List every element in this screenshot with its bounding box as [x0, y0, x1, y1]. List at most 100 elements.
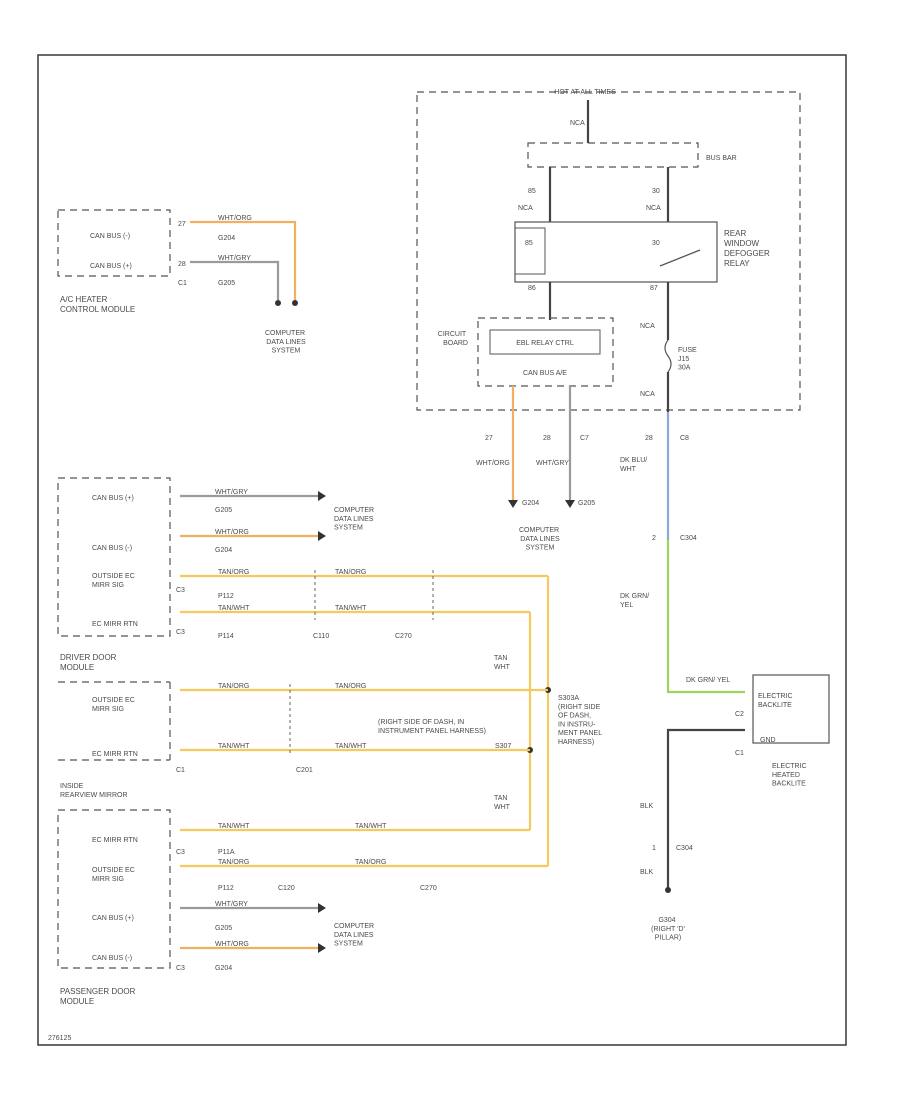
dd-tan-org: TAN/ORG — [218, 569, 249, 576]
wht-gry-tipm: WHT/GRY — [536, 460, 569, 467]
dk-grn-yel-label-2: DK GRN/ YEL — [686, 677, 730, 684]
ac-can-plus-wire — [190, 260, 280, 300]
pd-arrow-1 — [318, 903, 326, 913]
arrow-can-minus — [508, 500, 518, 508]
dd-tan-org-2: TAN/ORG — [335, 569, 366, 576]
pin-87-label: 87 — [650, 285, 658, 292]
g304-label-line-2: (RIGHT 'D' — [651, 926, 685, 933]
s303a-label-line-2: (RIGHT SIDE — [558, 704, 601, 711]
pin-c8: C8 — [680, 435, 689, 442]
pd-tan-wht: TAN/WHT — [218, 823, 250, 830]
pd-g204: G204 — [215, 965, 232, 972]
nca-fuse-bottom: NCA — [640, 391, 655, 398]
pin-27: 27 — [485, 435, 493, 442]
pin-85-label: 85 — [528, 188, 536, 195]
pin-86-label: 86 — [528, 285, 536, 292]
dk-grn-yel-label: DK GRN/ YEL — [620, 593, 651, 609]
tan-wht-lower-line-2: WHT — [494, 804, 511, 811]
blk-label-1: BLK — [640, 803, 654, 810]
backlite-c1: C1 — [735, 750, 744, 757]
pd-c3-b: C3 — [176, 965, 185, 972]
nca-right-label: NCA — [646, 205, 661, 212]
pin-28b: 28 — [645, 435, 653, 442]
dd-g205: G205 — [215, 507, 232, 514]
harness-note-line-2: INSTRUMENT PANEL HARNESS) — [378, 728, 486, 735]
mirror-s307: S307 — [495, 743, 511, 750]
pd-arrow-2 — [318, 943, 326, 953]
computer-data-tipm-line-3: SYSTEM — [526, 545, 555, 552]
hot-at-all-times-label: HOT AT ALL TIMES — [554, 89, 616, 96]
passenger-door-module-label-line-2: MODULE — [60, 997, 94, 1006]
switch-pin-label: 30 — [652, 240, 660, 247]
blk-label-2: BLK — [640, 869, 654, 876]
dk-grn-yel-wire — [666, 540, 745, 694]
ac-can-plus-label: CAN BUS (+) — [90, 263, 132, 270]
driver-door-module-label-line-2: MODULE — [60, 663, 94, 672]
electric-backlite-box — [752, 674, 830, 744]
electric-heated-backlite-label-line-2: HEATED — [772, 772, 800, 779]
pd-tan-org-2: TAN/ORG — [355, 859, 386, 866]
backlite-c2: C2 — [735, 711, 744, 718]
computer-data-pd-line-3: SYSTEM — [334, 941, 363, 948]
ac-pin-2: 28 — [178, 261, 186, 268]
mirror-c201: C201 — [296, 767, 313, 774]
bus-bar-label: BUS BAR — [706, 155, 737, 162]
mirror-outside-sig: OUTSIDE EC MIRR SIG — [92, 697, 137, 713]
pd-wht-org: WHT/ORG — [215, 941, 249, 948]
pd-p112: P112 — [218, 885, 234, 892]
tan-wht-upper-line-2: WHT — [494, 664, 511, 671]
pd-ec-rtn: EC MIRR RTN — [92, 837, 138, 844]
tan-wht-upper: TAN WHT — [494, 655, 511, 671]
dd-c270: C270 — [395, 633, 412, 640]
mirror-outside-sig-line-2: MIRR SIG — [92, 706, 124, 713]
ac-can-minus-label: CAN BUS (-) — [90, 233, 130, 240]
pd-wht-gry: WHT/GRY — [215, 901, 248, 908]
c304-ground-label: C304 — [676, 845, 693, 852]
mirror-tan-wht: TAN/WHT — [218, 743, 250, 750]
relay-switch-contact — [659, 249, 701, 267]
dd-tan-wht: TAN/WHT — [218, 605, 250, 612]
computer-data-tipm-line-2: DATA LINES — [520, 536, 560, 543]
pd-tan-wht-2: TAN/WHT — [355, 823, 387, 830]
ac-dot-1 — [275, 300, 281, 306]
mirror-c1: C1 — [176, 767, 185, 774]
figure-id: 276125 — [48, 1035, 71, 1042]
pd-g205: G205 — [215, 925, 232, 932]
wht-org-tipm: WHT/ORG — [476, 460, 510, 467]
dd-tan-wht-2: TAN/WHT — [335, 605, 367, 612]
harness-note: (RIGHT SIDE OF DASH, IN INSTRUMENT PANEL… — [378, 719, 486, 735]
relay-label-line-2: WINDOW — [724, 239, 760, 248]
mirror-label-line-2: REARVIEW MIRROR — [60, 792, 128, 799]
bus-bar-box — [527, 142, 699, 168]
dd-ec-rtn: EC MIRR RTN — [92, 621, 138, 628]
dd-wht-org: WHT/ORG — [215, 529, 249, 536]
circuit-board-label: CIRCUIT BOARD — [438, 331, 468, 347]
dk-blu-wht-label-line-2: WHT — [620, 466, 637, 473]
g205-tipm: G205 — [578, 500, 595, 507]
dd-g204: G204 — [215, 547, 232, 554]
computer-data-pd-line-2: DATA LINES — [334, 932, 374, 939]
s303a-label-line-4: IN INSTRU- — [558, 721, 596, 728]
dd-c3-a: C3 — [176, 587, 185, 594]
dd-outside-sig: OUTSIDE EC MIRR SIG — [92, 573, 137, 589]
ac-dot-2 — [292, 300, 298, 306]
ac-can-minus-wire — [190, 220, 297, 300]
ac-heater-module-label-line-2: CONTROL MODULE — [60, 305, 135, 314]
computer-data-ac-line-2: DATA LINES — [266, 339, 306, 346]
g204-tipm: G204 — [522, 500, 539, 507]
fuse-symbol — [664, 339, 672, 373]
mirror-label: INSIDE REARVIEW MIRROR — [60, 783, 128, 799]
computer-data-ac-line-3: SYSTEM — [272, 348, 301, 355]
pd-p11a: P11A — [218, 849, 235, 856]
mirror-ec-rtn: EC MIRR RTN — [92, 751, 138, 758]
passenger-door-module-box — [57, 809, 171, 969]
pd-tan-org: TAN/ORG — [218, 859, 249, 866]
pd-c270: C270 — [420, 885, 437, 892]
dd-can-plus: CAN BUS (+) — [92, 495, 134, 502]
